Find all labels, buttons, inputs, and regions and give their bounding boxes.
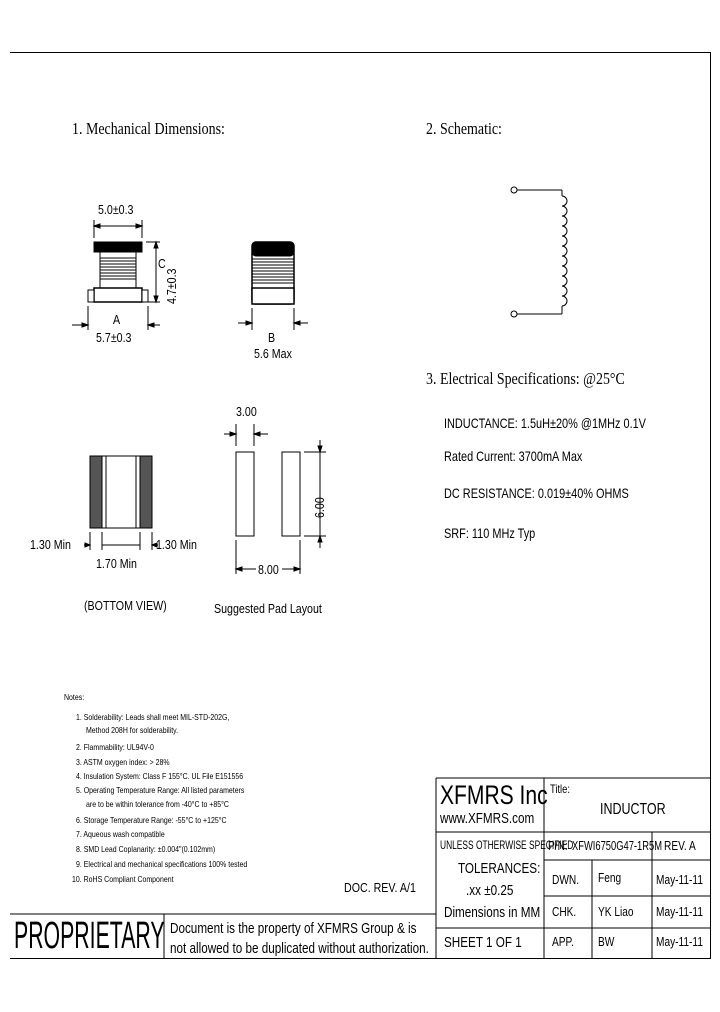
pad-gap-dim: 3.00 (236, 404, 257, 419)
chk-date: May-11-11 (656, 904, 703, 919)
unless-specified: UNLESS OTHERWISE SPECIFIED (440, 838, 574, 852)
width-dimension: 5.0±0.3 (98, 202, 134, 217)
height-dimension: 4.7±0.3 (164, 268, 179, 304)
note-item: are to be within tolerance from -40°C to… (86, 799, 229, 809)
note-item: 2. Flammability: UL94V-0 (76, 742, 154, 752)
c-label: C (158, 256, 166, 271)
proprietary-label: PROPRIETARY (14, 915, 165, 957)
bottom-view-label: (BOTTOM VIEW) (84, 598, 167, 613)
notes-title: Notes: (64, 692, 85, 702)
company-name: XFMRS Inc (440, 780, 548, 810)
pad-right-dim: 1.30 Min (156, 537, 197, 552)
top-border (10, 52, 710, 53)
title-label: Title: (550, 782, 570, 796)
doc-revision: DOC. REV. A/1 (344, 880, 416, 895)
note-item: 10. RoHS Compliant Component (72, 874, 174, 884)
revision: REV. A (664, 838, 696, 853)
inductor-side-view (87, 241, 149, 303)
tolerances-label: TOLERANCES: (458, 860, 541, 877)
pad-layout-label: Suggested Pad Layout (214, 601, 322, 616)
proprietary-line2: not allowed to be duplicated without aut… (170, 940, 429, 957)
pn-label: P/N: (548, 838, 568, 853)
proprietary-line1: Document is the property of XFMRS Group … (170, 920, 417, 937)
company-website: www.XFMRS.com (440, 810, 535, 827)
dwn-date: May-11-11 (656, 872, 703, 887)
chk-role: CHK. (552, 904, 577, 919)
a-dimension: 5.7±0.3 (96, 330, 132, 345)
note-item: 8. SMD Lead Coplanarity: ±0.004"(0.102mm… (76, 844, 216, 854)
note-item: 6. Storage Temperature Range: -55°C to +… (76, 815, 227, 825)
note-item: Method 208H for solderability. (86, 725, 179, 735)
note-item: 9. Electrical and mechanical specificati… (76, 859, 248, 869)
dwn-name: Feng (598, 870, 622, 885)
dc-resistance-spec: DC RESISTANCE: 0.019±40% OHMS (444, 485, 629, 501)
note-item: 7. Aqueous wash compatible (76, 829, 165, 839)
title-block-grid (10, 777, 710, 958)
inductor-front-view (251, 241, 295, 305)
srf-spec: SRF: 110 MHz Typ (444, 525, 536, 541)
schematic-coil (510, 186, 568, 318)
rated-current-spec: Rated Current: 3700mA Max (444, 448, 583, 464)
pad-height-dim: 6.00 (312, 497, 327, 518)
pad-layout (235, 451, 301, 537)
app-name: BW (598, 934, 615, 949)
mechanical-heading: 1. Mechanical Dimensions: (72, 119, 225, 138)
inductance-spec: INDUCTANCE: 1.5uH±20% @1MHz 0.1V (444, 415, 646, 431)
pad-center-dim: 1.70 Min (96, 556, 137, 571)
bottom-border (10, 958, 710, 959)
note-item: 3. ASTM oxygen index: > 28% (76, 757, 170, 767)
a-label: A (113, 312, 121, 327)
note-item: 5. Operating Temperature Range: All list… (76, 785, 245, 795)
dimensions-unit: Dimensions in MM (444, 904, 541, 921)
electrical-heading: 3. Electrical Specifications: @25°C (426, 369, 625, 388)
b-label: B (268, 330, 276, 345)
pad-span-dim: 8.00 (258, 562, 279, 577)
pad-left-dim: 1.30 Min (30, 537, 71, 552)
b-dimension: 5.6 Max (254, 346, 292, 361)
note-item: 4. Insulation System: Class F 155°C. UL … (76, 771, 244, 781)
right-border (710, 52, 711, 959)
bottom-view (89, 455, 153, 529)
tolerance-value: .xx ±0.25 (466, 882, 514, 899)
part-number: XFWI6750G47-1R5M (572, 838, 662, 853)
title-value: INDUCTOR (600, 801, 666, 818)
note-item: 1. Solderability: Leads shall meet MIL-S… (76, 712, 230, 722)
dwn-role: DWN. (552, 872, 580, 887)
chk-name: YK Liao (598, 904, 634, 919)
sheet-number: SHEET 1 OF 1 (444, 934, 522, 951)
schematic-heading: 2. Schematic: (426, 119, 502, 138)
app-date: May-11-11 (656, 934, 703, 949)
app-role: APP. (552, 934, 574, 949)
